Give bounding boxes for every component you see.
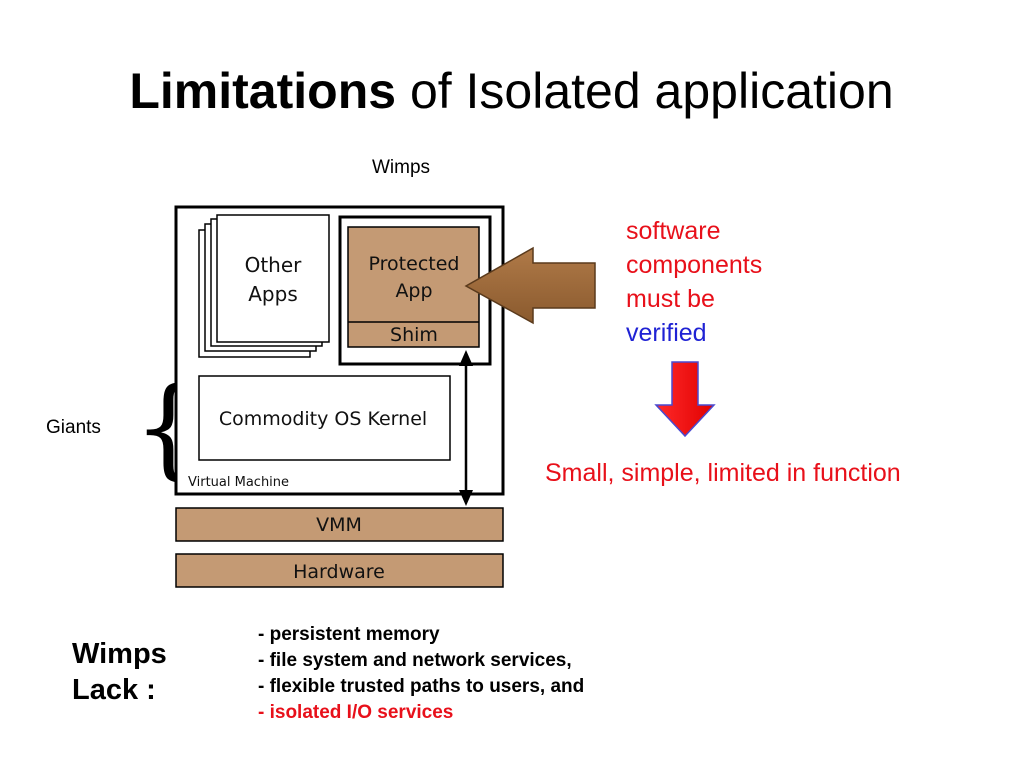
other-apps-line1: Other [245, 253, 303, 277]
callout-line4: verified [626, 319, 707, 347]
result-arrow [654, 361, 716, 438]
shim-vmm-arrow [459, 350, 473, 506]
giants-label: Giants [46, 417, 101, 438]
protected-app-box [347, 226, 480, 348]
title-bold: Limitations [129, 63, 397, 119]
lack-item: - file system and network services, [258, 650, 572, 671]
lack-item-highlight: - isolated I/O services [258, 702, 454, 723]
lack-item: - flexible trusted paths to users, and [258, 676, 585, 697]
wimps-lack-title: Wimps Lack : [72, 636, 167, 708]
callout-line2: components [626, 251, 763, 279]
slide-title: Limitations of Isolated application [0, 62, 1023, 120]
verification-callout: software components must be verified [626, 214, 762, 350]
protected-app-line2: App [395, 280, 432, 302]
lack-title-line2: Lack : [72, 674, 156, 706]
callout-line1: software [626, 217, 721, 245]
vmm-label: VMM [316, 514, 362, 536]
callout-line3: must be [626, 285, 715, 313]
virtual-machine-label: Virtual Machine [188, 475, 289, 490]
wimps-label: Wimps [372, 157, 431, 178]
vmm-box [175, 507, 504, 542]
kernel-label: Commodity OS Kernel [219, 408, 427, 430]
shim-label: Shim [390, 324, 438, 346]
protected-app-line1: Protected [369, 253, 460, 275]
lack-item: - persistent memory [258, 624, 440, 645]
wimps-lack-list: - persistent memory - file system and ne… [258, 622, 584, 726]
title-rest: of Isolated application [396, 63, 894, 119]
other-apps-line2: Apps [248, 282, 298, 306]
other-apps-box [216, 214, 330, 343]
hardware-box [175, 553, 504, 588]
lack-title-line1: Wimps [72, 638, 167, 670]
hardware-label: Hardware [293, 561, 385, 583]
verify-arrow [464, 246, 596, 325]
result-text: Small, simple, limited in function [545, 459, 901, 487]
kernel-box [198, 375, 451, 461]
